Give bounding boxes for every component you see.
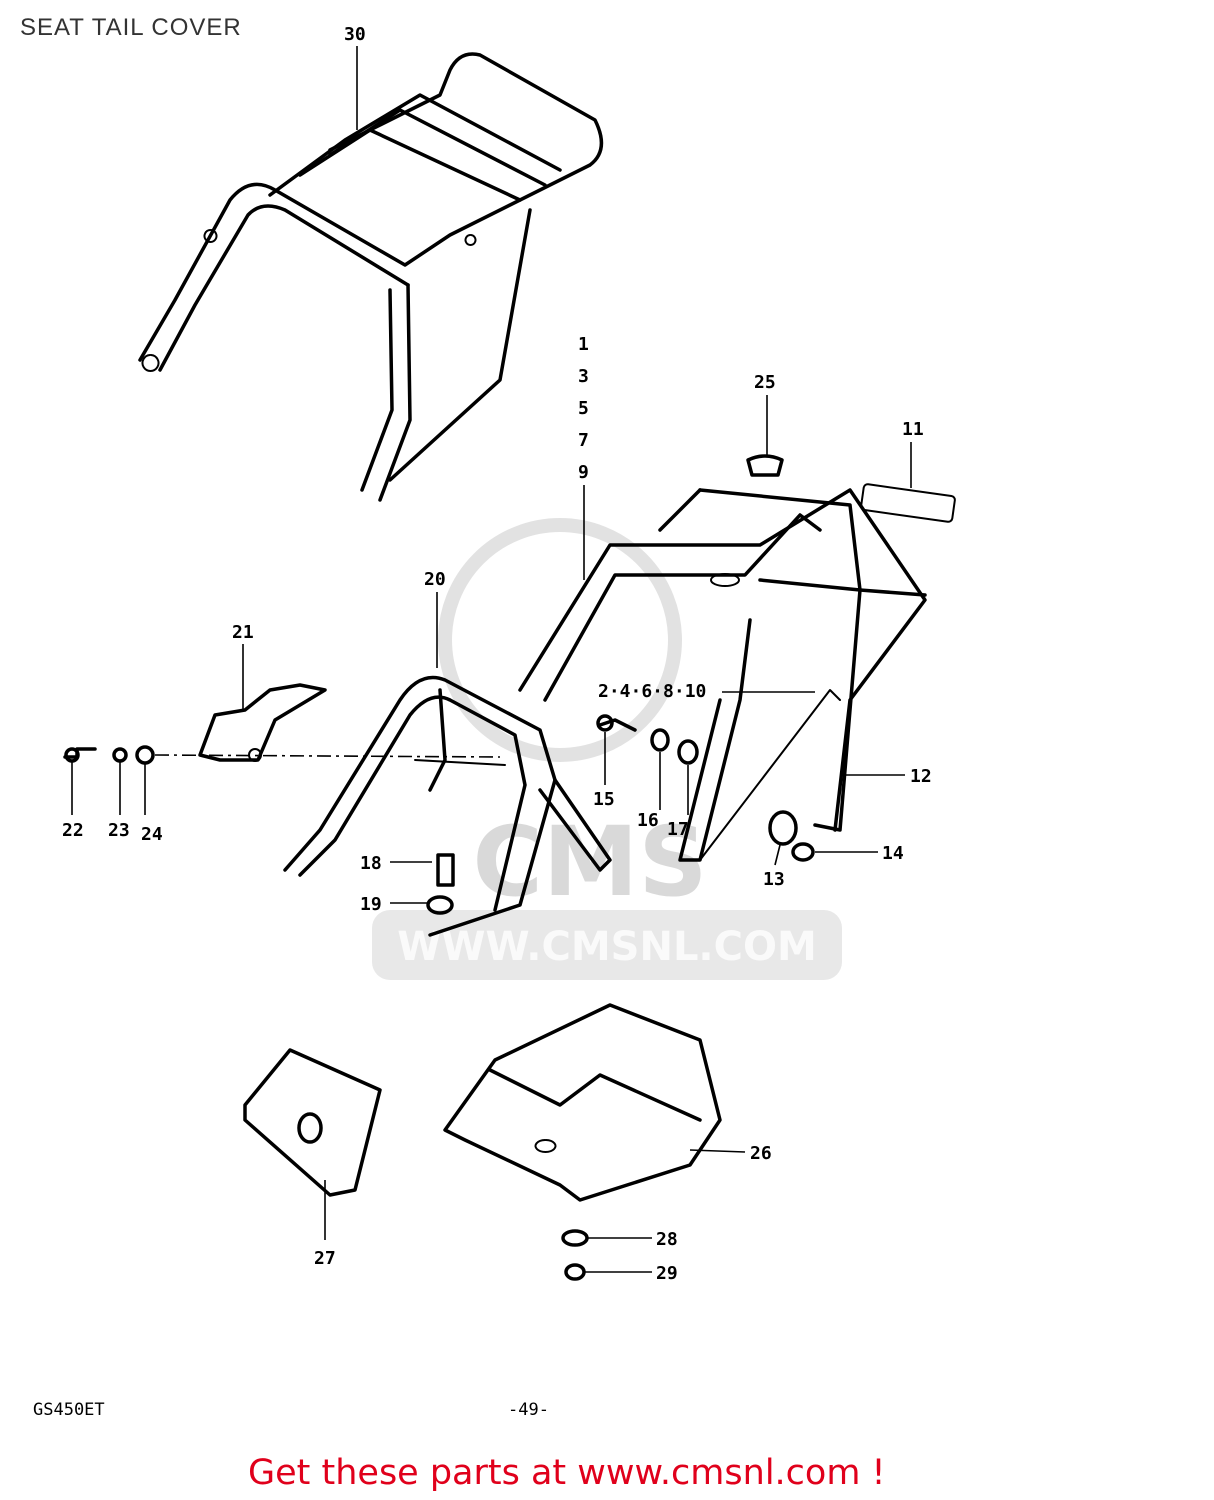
callout-1: 1 [578,334,589,355]
callout-20: 20 [424,569,446,590]
callouts: 30 1 3 5 7 9 25 11 20 21 2·4·6·8·10 15 1… [62,24,932,1284]
callout-29: 29 [656,1263,678,1284]
carrier-rack [138,52,604,502]
callout-15: 15 [593,789,615,810]
page-title: SEAT TAIL COVER [20,14,242,41]
model-code: GS450ET [33,1400,105,1420]
callout-11: 11 [902,419,924,440]
callout-23: 23 [108,820,130,841]
leader-lines [71,46,912,1273]
seat-tail-cover [518,454,956,862]
callout-9: 9 [578,462,589,483]
bracket [283,675,612,937]
callout-3: 3 [578,366,589,387]
callout-27: 27 [314,1248,336,1269]
callout-28: 28 [656,1229,678,1250]
fasteners [63,714,699,1281]
callout-7: 7 [578,430,589,451]
callout-21: 21 [232,622,254,643]
callout-19: 19 [360,894,382,915]
callout-30: 30 [344,24,366,45]
callout-14: 14 [882,843,904,864]
callout-12: 12 [910,766,932,787]
callout-2-4-6-8-10: 2·4·6·8·10 [598,681,706,702]
callout-24: 24 [141,824,163,845]
callout-17: 17 [667,819,689,840]
callout-16: 16 [637,810,659,831]
callout-25: 25 [754,372,776,393]
callout-18: 18 [360,853,382,874]
callout-5: 5 [578,398,589,419]
cmsnl-link[interactable]: Get these parts at www.cmsnl.com ! [248,1453,886,1493]
watermark-url: WWW.CMSNL.COM [397,924,817,970]
page-number: -49- [508,1400,549,1420]
watermark-logo: CMS [472,806,707,918]
callout-13: 13 [763,869,785,890]
seat-plate [243,1048,382,1197]
seat-latch [198,683,327,762]
seat-pad [443,1003,722,1202]
callout-26: 26 [750,1143,772,1164]
watermark: CMS WWW.CMSNL.COM [372,518,842,980]
callout-22: 22 [62,820,84,841]
